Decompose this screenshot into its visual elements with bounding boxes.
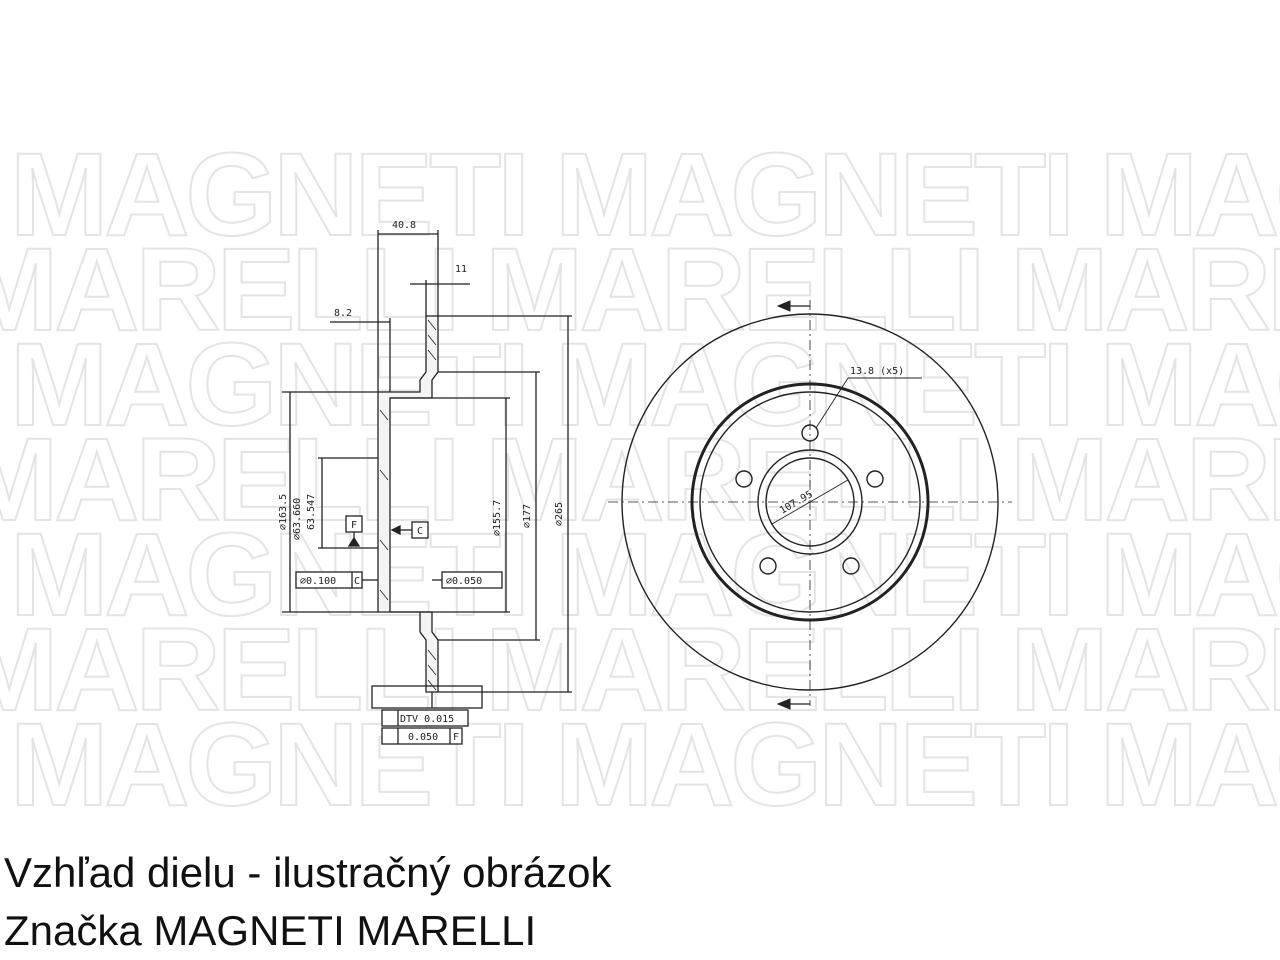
watermark-row-1: MAGNETI MAGNETI MAGNETI MAGNETI (10, 129, 1280, 261)
bolt-hole-2 (866, 470, 884, 488)
dim-disc-thickness: 11 (455, 264, 467, 275)
dim-pcd-diameter: ⌀163.5 (278, 494, 289, 530)
dim-outer-diameter: ⌀265 (554, 502, 565, 526)
watermark-row-4: MARELLI MARELLI MARELLI MARELLI (0, 414, 1280, 546)
hub-face (699, 391, 921, 613)
parallelism-ref: F (453, 732, 459, 743)
caption-part-view: Vzhľad dielu - ilustračný obrázok (4, 849, 612, 896)
front-view (608, 300, 1012, 710)
cross-section-view (282, 230, 572, 745)
datum-f-label: F (351, 520, 357, 531)
tolerance-flatness-value: ⌀0.050 (446, 576, 482, 587)
watermark-row-7: MAGNETI MAGNETI MAGNETI MAGNETI (10, 699, 1280, 831)
watermark-row-2: MARELLI MARELLI MARELLI MARELLI (0, 224, 1280, 356)
bolt-hole-3 (842, 557, 860, 575)
bolt-hole-spec: 13.8 (x5) (850, 366, 904, 377)
dtv-label: DTV 0.015 (400, 714, 454, 725)
bolt-hole-5 (735, 470, 753, 488)
watermark-row-6: MARELLI MARELLI MARELLI MARELLI (0, 604, 1280, 736)
dim-177-diameter: ⌀177 (522, 504, 533, 528)
dim-width-total: 40.8 (392, 220, 416, 231)
caption-brand: Značka MAGNETI MARELLI (4, 907, 537, 954)
bolt-hole-4 (759, 557, 777, 575)
dim-hub-max: ⌀63.660 (292, 498, 303, 540)
dim-offset: 8.2 (334, 308, 352, 319)
section-dimension-labels: 40.8 11 8.2 ⌀163.5 ⌀63.660 63.547 ⌀155.7… (278, 220, 565, 743)
tolerance-runout-value: ⌀0.100 (300, 576, 336, 587)
dim-inner-diameter: ⌀155.7 (492, 500, 503, 536)
parallelism-value: 0.050 (408, 732, 438, 743)
tolerance-runout-ref: C (354, 576, 360, 587)
watermark-row-3: MAGNETI MAGNETI MAGNETI MAGNETI (10, 319, 1280, 451)
datum-c-label: C (417, 526, 423, 537)
watermark-row-5: MAGNETI MAGNETI MAGNETI MAGNETI (10, 509, 1280, 641)
dim-hub-min: 63.547 (306, 494, 317, 530)
watermark: MAGNETI MAGNETI MAGNETI MAGNETI MARELLI … (0, 128, 1280, 832)
